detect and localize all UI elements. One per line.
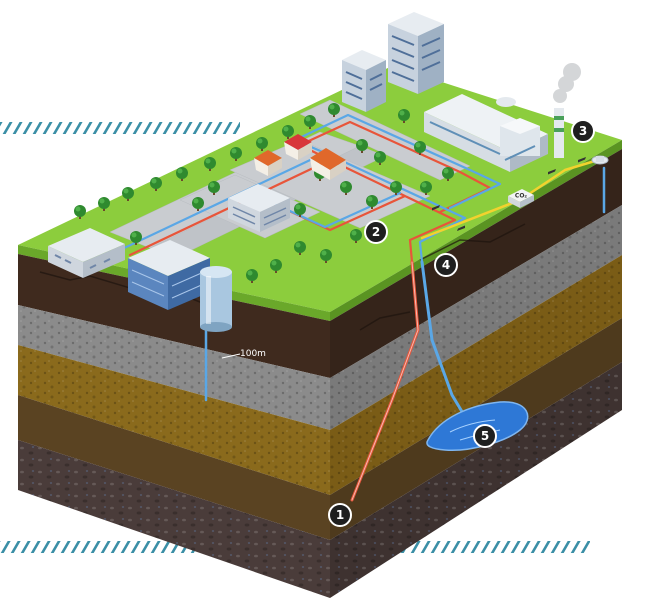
depth-label: 100m <box>240 349 266 359</box>
tree-icon <box>74 205 86 219</box>
tree-icon <box>192 197 204 211</box>
tree-icon <box>256 137 268 151</box>
number-marker-1: 1 <box>328 503 352 527</box>
water-tower-icon <box>200 266 232 332</box>
tree-icon <box>150 177 162 191</box>
svg-text:2: 2 <box>372 225 380 239</box>
strata-left <box>18 254 330 598</box>
svg-text:3: 3 <box>579 124 587 138</box>
number-marker-3: 3 <box>571 119 595 143</box>
number-marker-4: 4 <box>434 253 458 277</box>
tree-icon <box>230 147 242 161</box>
building-icon <box>48 228 125 278</box>
smoke-icon <box>553 63 581 103</box>
tree-icon <box>246 269 258 283</box>
building-icon <box>128 240 210 310</box>
tree-icon <box>98 197 110 211</box>
co2-label: CO₂ <box>515 193 528 200</box>
tree-icon <box>414 141 426 155</box>
tree-icon <box>176 167 188 181</box>
tree-icon <box>374 151 386 165</box>
trees <box>74 103 454 283</box>
tree-icon <box>366 195 378 209</box>
tree-icon <box>270 259 282 273</box>
tree-icon <box>304 115 316 129</box>
tree-icon <box>442 167 454 181</box>
depth-marker: 100m <box>221 349 266 359</box>
number-marker-5: 5 <box>473 424 497 448</box>
yellow-pipe <box>420 158 600 240</box>
svg-text:1: 1 <box>336 508 344 522</box>
tree-icon <box>204 157 216 171</box>
building-icon <box>342 50 386 112</box>
co2-unit: CO₂ <box>508 189 534 208</box>
tree-icon <box>398 109 410 123</box>
number-marker-2: 2 <box>364 220 388 244</box>
tree-icon <box>340 181 352 195</box>
tree-icon <box>294 241 306 255</box>
building-icon <box>388 12 444 94</box>
dashed-line-top <box>0 122 240 134</box>
tree-icon <box>390 181 402 195</box>
tree-icon <box>294 203 306 217</box>
tree-icon <box>282 125 294 139</box>
tree-icon <box>350 229 362 243</box>
grass-edge-right <box>330 140 622 321</box>
geothermal-reservoir <box>426 401 529 451</box>
house-icon <box>254 150 282 176</box>
building-icon <box>228 184 290 232</box>
tree-icon <box>130 231 142 245</box>
svg-text:5: 5 <box>481 429 489 443</box>
tree-icon <box>356 139 368 153</box>
house-icon <box>310 148 346 180</box>
factory-icon <box>424 94 564 172</box>
strata-right <box>330 149 622 598</box>
tree-icon <box>320 249 332 263</box>
injection-well <box>420 260 472 427</box>
tree-icon <box>208 181 220 195</box>
flow-arrows <box>432 157 586 231</box>
tree-icon <box>420 181 432 195</box>
production-well-glow <box>351 261 419 501</box>
tree-icon <box>328 103 340 117</box>
tree-icon <box>122 187 134 201</box>
house-icon <box>284 134 312 160</box>
wellhead-icon <box>591 155 609 165</box>
svg-text:4: 4 <box>442 258 450 272</box>
